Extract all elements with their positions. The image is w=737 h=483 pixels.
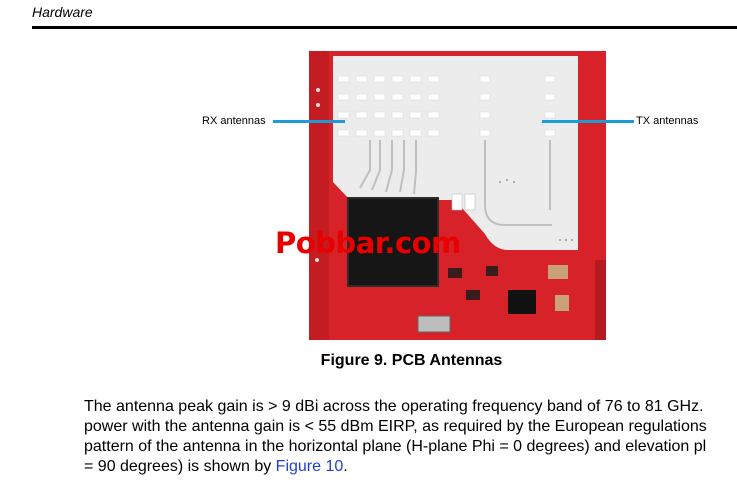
tx-antennas-label: TX antennas: [636, 115, 699, 127]
body-line-3: pattern of the antenna in the horizontal…: [84, 438, 707, 455]
header-rule: [32, 26, 737, 29]
body-paragraph: The antenna peak gain is > 9 dBi across …: [84, 397, 737, 477]
body-line-2: power with the antenna gain is < 55 dBm …: [84, 418, 707, 435]
pcb-photo: [309, 51, 606, 340]
section-header: Hardware: [32, 4, 93, 20]
body-line-4-suffix: .: [343, 458, 348, 475]
body-line-1: The antenna peak gain is > 9 dBi across …: [84, 398, 704, 415]
body-line-4-prefix: = 90 degrees) is shown by: [84, 458, 276, 475]
watermark-text: Pobbar.com: [275, 226, 461, 260]
rx-annotation-line: [273, 120, 345, 123]
rx-antennas-label: RX antennas: [202, 115, 266, 127]
figure-10-link[interactable]: Figure 10: [275, 458, 344, 475]
body-line-4: = 90 degrees) is shown by Figure 10.: [84, 457, 737, 477]
figure-caption: Figure 9. PCB Antennas: [320, 352, 503, 369]
pcb-figure: RX antennas TX antennas Pobbar.com: [202, 51, 699, 340]
tx-annotation-line: [542, 120, 634, 123]
